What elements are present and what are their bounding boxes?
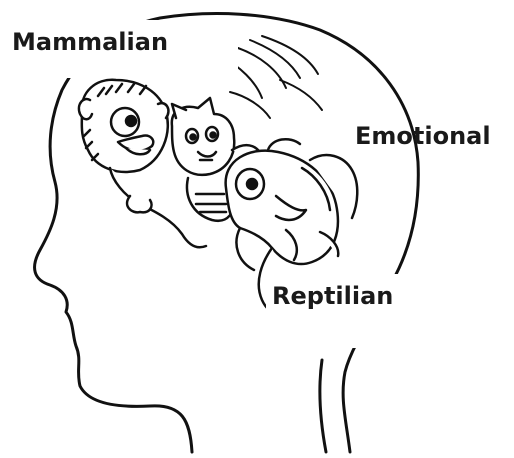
neck-line <box>320 360 326 452</box>
label-reptilian: Reptilian <box>272 282 393 310</box>
label-emotional: Emotional <box>355 122 491 150</box>
head-outline <box>35 14 419 452</box>
label-mammalian: Mammalian <box>12 28 168 56</box>
